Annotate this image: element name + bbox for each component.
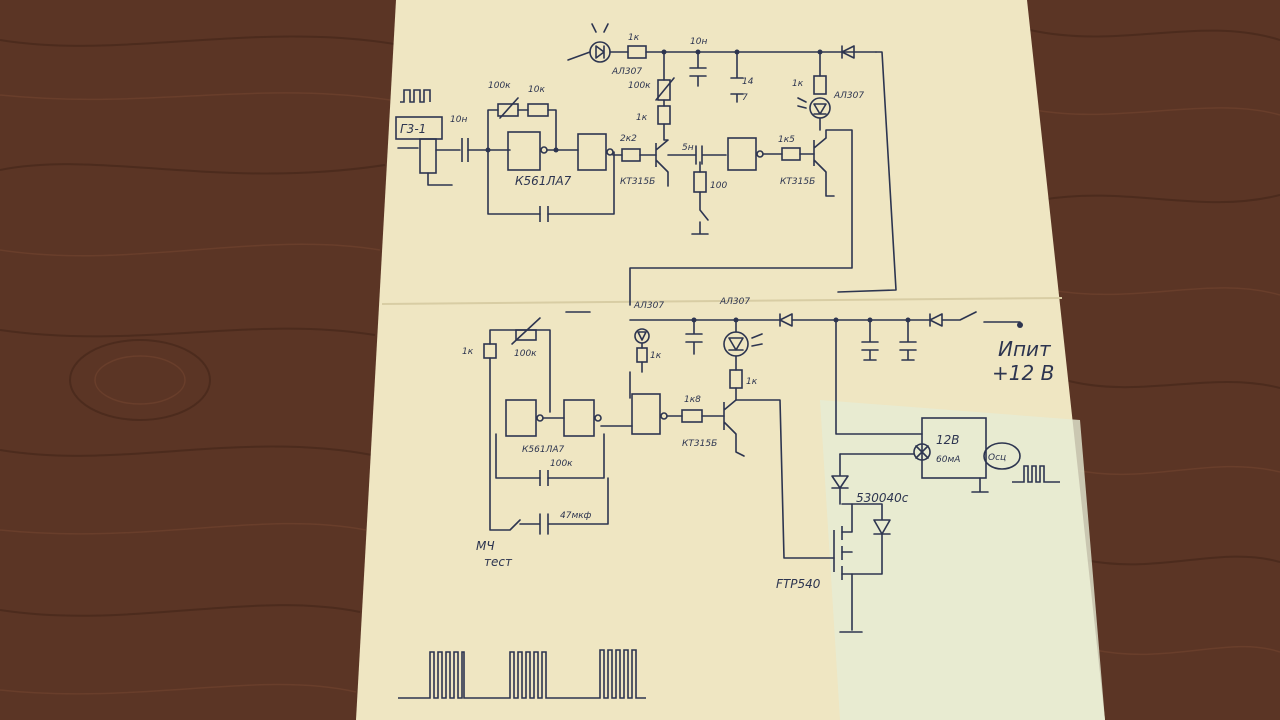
- led-b2-label: АЛ307: [719, 297, 750, 307]
- r-1k-left-label: 1к: [650, 351, 662, 361]
- diode-s-label: 530040с: [856, 491, 909, 505]
- r-top-1-label: 10к: [528, 85, 545, 95]
- t-top-2-label: КТ315Б: [780, 177, 815, 187]
- c-5n-label: 5н: [682, 143, 694, 153]
- power-line2: +12 В: [992, 361, 1054, 385]
- t-bottom-label: КТ315Б: [682, 439, 717, 449]
- r-1k-led-b-label: 1к: [746, 377, 758, 387]
- r-1k-right-label: 1к: [792, 79, 804, 89]
- ic-top-label: К561ЛА7: [515, 174, 572, 188]
- paper-fold: [381, 297, 1063, 305]
- bottom-waveform: [398, 649, 646, 699]
- t-top-1-label: КТ315Б: [620, 177, 655, 187]
- r-pot-100k-mid-label: 100к: [628, 81, 651, 91]
- led-b1-label: АЛ307: [633, 301, 664, 311]
- bottom-circuit: АЛ307 АЛ307 1к 1к Ипит +12 В 1к 100к: [462, 49, 1060, 633]
- osc-label: Осц: [988, 453, 1006, 463]
- r-2k2-label: 2к2: [620, 134, 637, 144]
- pin14-label: 14: [742, 77, 754, 87]
- r-1k5-label: 1к5: [778, 135, 795, 145]
- led-right-label: АЛ307: [833, 91, 864, 101]
- mosfet-label: FTP540: [776, 577, 821, 591]
- lamp-line2: 60мА: [936, 455, 960, 465]
- r-1k-led-label: 1к: [628, 33, 640, 43]
- pin7-label: 7: [742, 93, 748, 103]
- r-1k8-label: 1к8: [684, 395, 701, 405]
- r-pot-bottom-label: 100к: [514, 349, 537, 359]
- r-1k-b-label: 1к: [462, 347, 474, 357]
- r-1k-mid-label: 1к: [636, 113, 648, 123]
- mch-line2: тест: [484, 555, 513, 569]
- cap-47-label: 47мкф: [560, 511, 592, 521]
- lamp-line1: 12В: [936, 433, 960, 447]
- paper-shadow-right: [820, 400, 1105, 720]
- ic-bottom-label: К561ЛА7: [522, 445, 564, 455]
- r-100k-b-label: 100к: [550, 459, 573, 469]
- r-pot-top-label: 100к: [488, 81, 511, 91]
- power-line1: Ипит: [998, 337, 1052, 361]
- led-top-label: АЛ307: [611, 67, 642, 77]
- wood-grain: [0, 29, 1280, 695]
- top-circuit: Г3-1 10н 100к 10к К561ЛА7 2к2 КТ315Б: [395, 23, 897, 306]
- r-100-label: 100: [710, 181, 727, 191]
- gen-block-label: Г3-1: [400, 122, 426, 136]
- c-input-label: 10н: [450, 115, 467, 125]
- c-top-label: 10н: [690, 37, 707, 47]
- mch-line1: МЧ: [476, 539, 495, 553]
